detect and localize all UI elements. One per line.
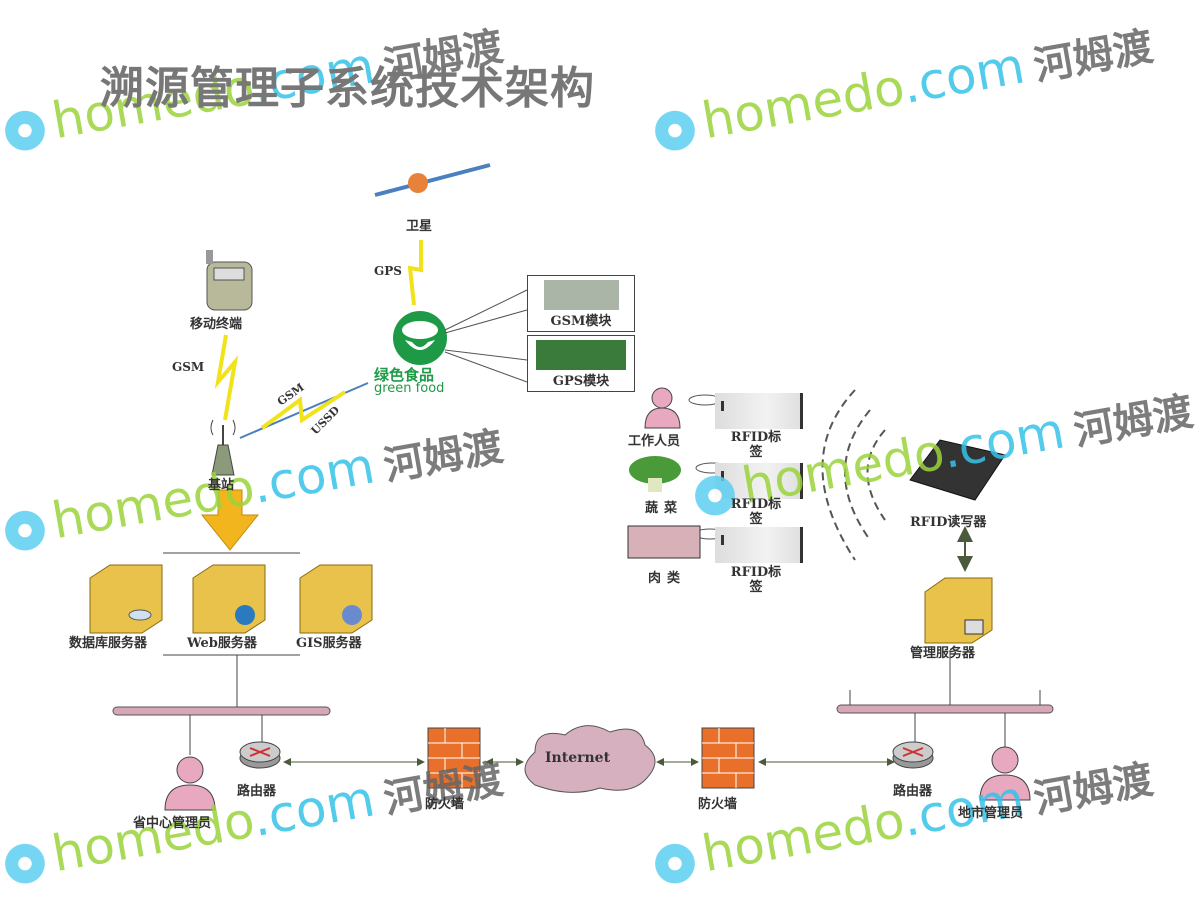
internet-label: Internet xyxy=(545,750,611,766)
mobile-terminal-label: 移动终端 xyxy=(190,317,243,332)
router-left-label: 路由器 xyxy=(237,784,277,799)
router-right-label: 路由器 xyxy=(893,784,933,799)
firewall-right-icon xyxy=(701,727,755,789)
web-server-icon xyxy=(192,564,266,634)
rfid-tag-label: RFID标签 xyxy=(730,565,782,595)
downlink-arrow-icon xyxy=(200,489,260,551)
gps-module-image xyxy=(536,340,626,370)
worker-icon xyxy=(644,387,681,429)
gsm-module-label: GSM模块 xyxy=(550,314,612,329)
gsm-link-label: GSM xyxy=(172,360,205,374)
page-title: 溯源管理子系统技术架构 xyxy=(100,63,595,114)
city-admin-label: 地市管理员 xyxy=(958,806,1024,821)
province-admin-icon xyxy=(164,756,216,811)
gsm-module-image xyxy=(543,280,619,310)
base-station-label: 基站 xyxy=(208,478,235,493)
meat-image xyxy=(627,525,701,559)
homedo-flower-icon xyxy=(0,834,54,893)
firewall-left-icon xyxy=(427,727,481,789)
firewall-right-label: 防火墙 xyxy=(698,797,738,812)
vegetable-label: 蔬菜 xyxy=(645,497,684,516)
vegetable-icon xyxy=(629,456,681,492)
homedo-flower-icon xyxy=(645,834,704,893)
gps-link-label: GPS xyxy=(374,264,402,278)
satellite-label: 卫星 xyxy=(406,219,433,234)
rfid-reader-icon xyxy=(909,439,1006,501)
left-network-bus xyxy=(112,706,331,716)
rfid-tag-meat xyxy=(715,527,803,563)
router-left-icon xyxy=(239,741,281,769)
db-server-label: 数据库服务器 xyxy=(69,636,148,651)
province-admin-label: 省中心管理员 xyxy=(133,816,212,831)
rfid-tag-label: RFID标签 xyxy=(730,430,782,460)
gis-server-icon xyxy=(299,564,373,634)
gsm-lightning-icon xyxy=(214,334,239,421)
database-server-icon xyxy=(89,564,163,634)
firewall-left-label: 防火墙 xyxy=(425,797,465,812)
satellite-icon xyxy=(374,163,491,197)
base-station-icon xyxy=(210,419,236,476)
green-food-en-label: green food xyxy=(374,381,445,396)
green-food-logo xyxy=(393,311,447,365)
homedo-flower-icon xyxy=(0,501,54,560)
web-server-label: Web服务器 xyxy=(187,636,257,651)
homedo-flower-icon xyxy=(645,101,704,160)
mobile-phone-icon xyxy=(206,250,253,311)
management-server-icon xyxy=(924,577,993,644)
internet-cloud-icon xyxy=(524,725,656,793)
gis-server-label: GIS服务器 xyxy=(296,636,362,651)
rfid-wave-icon xyxy=(821,389,886,561)
worker-label: 工作人员 xyxy=(628,434,681,449)
rfid-reader-label: RFID读写器 xyxy=(910,515,987,530)
router-right-icon xyxy=(892,741,934,769)
rfid-tag-label: RFID标签 xyxy=(730,497,782,527)
gsm-ussd-lightning-icon xyxy=(260,390,347,430)
gsm-module-box: GSM模块 xyxy=(527,275,635,332)
gps-lightning-icon xyxy=(407,240,423,306)
city-admin-icon xyxy=(979,746,1031,801)
meat-label: 肉类 xyxy=(648,571,687,586)
green-food-cn-label: 绿色食品 xyxy=(374,366,435,384)
homedo-flower-icon xyxy=(0,101,54,160)
right-network-bus xyxy=(836,704,1054,714)
gps-module-label: GPS模块 xyxy=(552,374,610,389)
mgmt-server-label: 管理服务器 xyxy=(910,646,976,661)
gps-module-box: GPS模块 xyxy=(527,335,635,392)
rfid-tag-worker xyxy=(715,393,803,429)
